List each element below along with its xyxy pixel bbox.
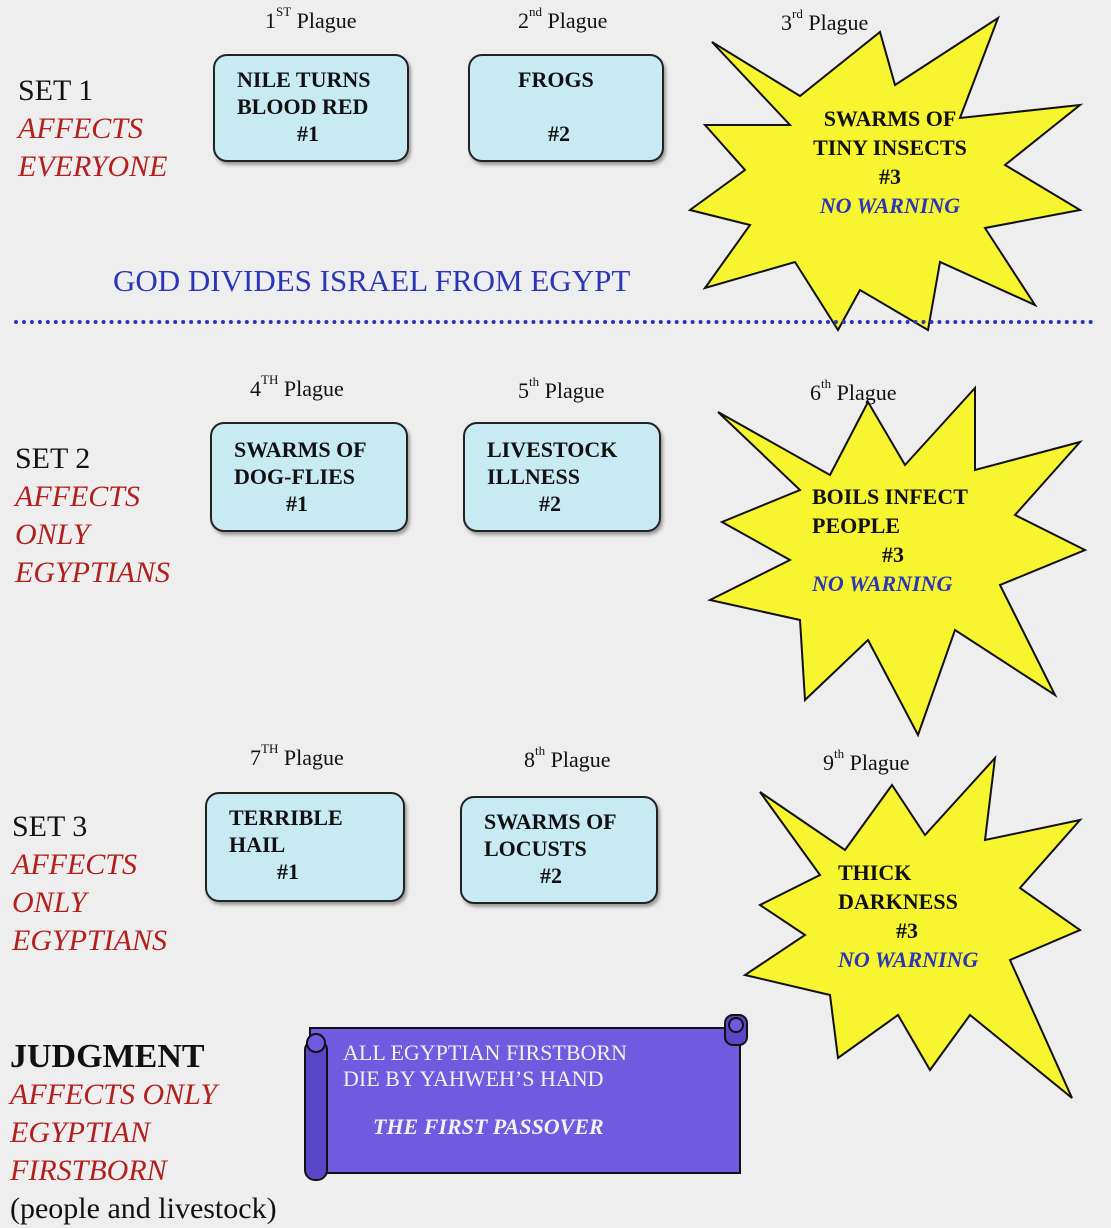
starburst-plague-6 [707, 385, 1088, 738]
plague-4-box: SWARMS OF DOG-FLIES #1 [210, 422, 408, 532]
plague-1-box: NILE TURNS BLOOD RED #1 [213, 54, 409, 162]
set-3-label: SET 3 AFFECTS ONLY EGYPTIANS [12, 808, 167, 960]
set-desc: ONLY [12, 886, 87, 919]
judgment-label: JUDGMENT AFFECTS ONLY EGYPTIAN FIRSTBORN… [10, 1038, 277, 1228]
judgment-desc: AFFECTS ONLY [10, 1078, 217, 1111]
plague-2-box: FROGS #2 [468, 54, 664, 162]
set-title: SET 3 [12, 810, 88, 843]
plague-2-heading: 2nd Plague [518, 4, 608, 33]
scroll-text: ALL EGYPTIAN FIRSTBORN DIE BY YAHWEH’S H… [343, 1040, 627, 1139]
plague-9-heading: 9th Plague [823, 746, 910, 775]
judgment-title: JUDGMENT [10, 1038, 205, 1075]
plague-6-star-text: BOILS INFECT PEOPLE #3 NO WARNING [812, 484, 968, 596]
plague-3-heading: 3rd Plague [781, 6, 869, 35]
set-desc: EGYPTIANS [15, 556, 171, 589]
set-title: SET 2 [15, 442, 91, 475]
plague-1-heading: 1ST Plague [265, 4, 357, 33]
plague-3-star-text: SWARMS OF TINY INSECTS #3 NO WARNING [813, 106, 967, 218]
judgment-note: (people and livestock) [10, 1192, 277, 1225]
plague-5-heading: 5th Plague [518, 374, 605, 403]
starburst-plague-9 [742, 755, 1083, 1099]
set-desc: EVERYONE [18, 150, 168, 183]
judgment-desc: FIRSTBORN [10, 1154, 167, 1187]
set-1-label: SET 1 AFFECTS EVERYONE [18, 72, 167, 186]
set-desc: AFFECTS [18, 112, 143, 145]
set-desc: EGYPTIANS [12, 924, 168, 957]
set-title: SET 1 [18, 74, 94, 107]
plague-7-heading: 7TH Plague [250, 741, 344, 770]
plague-9-star-text: THICK DARKNESS #3 NO WARNING [838, 860, 979, 972]
plague-8-heading: 8th Plague [524, 743, 611, 772]
plague-4-heading: 4TH Plague [250, 372, 344, 401]
plague-6-heading: 6th Plague [810, 376, 897, 405]
divider-caption: GOD DIVIDES ISRAEL FROM EGYPT [113, 263, 631, 298]
set-2-label: SET 2 AFFECTS ONLY EGYPTIANS [15, 440, 170, 592]
dotted-divider-line [14, 320, 1094, 324]
set-desc: AFFECTS [12, 848, 137, 881]
plague-7-box: TERRIBLE HAIL #1 [205, 792, 405, 902]
judgment-desc: EGYPTIAN [10, 1116, 151, 1149]
set-desc: ONLY [15, 518, 90, 551]
starburst-plague-3 [687, 15, 1084, 332]
passover-scroll [304, 1014, 748, 1181]
plague-8-box: SWARMS OF LOCUSTS #2 [460, 796, 658, 904]
set-desc: AFFECTS [15, 480, 140, 513]
plague-5-box: LIVESTOCK ILLNESS #2 [463, 422, 661, 532]
